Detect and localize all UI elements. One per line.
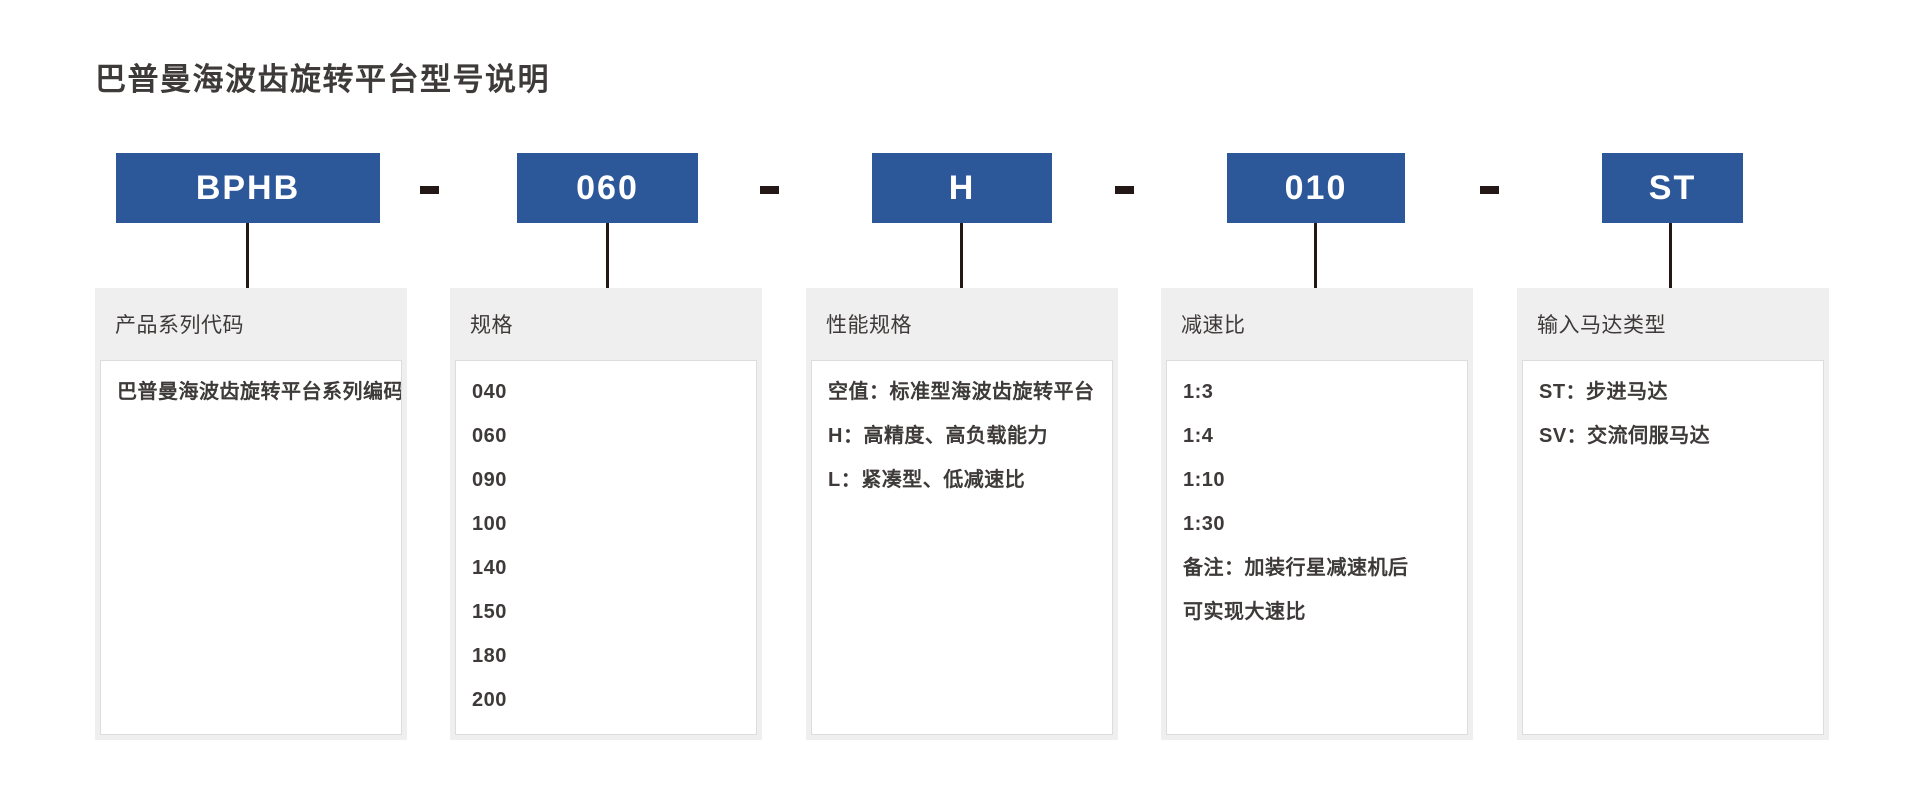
list-item: 1:10 — [1183, 469, 1226, 491]
connector-line — [606, 223, 609, 288]
separator-dash — [420, 186, 439, 194]
panel-ratio: 减速比 1:3 1:4 1:10 1:30 备注：加装行星减速机后 可实现大速比 — [1161, 288, 1473, 740]
panel-motor: 输入马达类型 ST：步进马达 SV：交流伺服马达 — [1517, 288, 1829, 740]
panel-performance-header: 性能规格 — [826, 314, 912, 337]
list-item: 200 — [472, 689, 507, 711]
connector-line — [246, 223, 249, 288]
separator-dash — [1480, 186, 1499, 194]
code-box-performance: H — [872, 153, 1052, 223]
list-item: 150 — [472, 601, 507, 623]
connector-line — [1669, 223, 1672, 288]
panel-series: 产品系列代码 巴普曼海波齿旋转平台系列编码 — [95, 288, 407, 740]
list-item: H：高精度、高负载能力 — [828, 425, 1048, 447]
panel-size-body: 040 060 090 100 140 150 180 200 — [455, 360, 757, 735]
separator-dash — [760, 186, 779, 194]
list-item: 140 — [472, 557, 507, 579]
list-item: ST：步进马达 — [1539, 381, 1669, 403]
code-box-ratio: 010 — [1227, 153, 1405, 223]
panel-motor-header: 输入马达类型 — [1537, 314, 1666, 337]
code-box-size: 060 — [517, 153, 698, 223]
list-item: 1:4 — [1183, 425, 1214, 447]
panel-ratio-body: 1:3 1:4 1:10 1:30 备注：加装行星减速机后 可实现大速比 — [1166, 360, 1468, 735]
panel-series-header: 产品系列代码 — [115, 314, 244, 337]
list-item: 100 — [472, 513, 507, 535]
connector-line — [960, 223, 963, 288]
list-item: 可实现大速比 — [1183, 601, 1306, 623]
list-item: 040 — [472, 381, 507, 403]
list-item: 060 — [472, 425, 507, 447]
code-box-motor: ST — [1602, 153, 1743, 223]
panel-motor-body: ST：步进马达 SV：交流伺服马达 — [1522, 360, 1824, 735]
panel-performance-body: 空值：标准型海波齿旋转平台 H：高精度、高负载能力 L：紧凑型、低减速比 — [811, 360, 1113, 735]
list-item: 1:3 — [1183, 381, 1214, 403]
separator-dash — [1115, 186, 1134, 194]
panel-size-header: 规格 — [470, 314, 513, 337]
code-box-series: BPHB — [116, 153, 380, 223]
list-item: 巴普曼海波齿旋转平台系列编码 — [117, 381, 402, 403]
page-title: 巴普曼海波齿旋转平台型号说明 — [95, 62, 550, 97]
list-item: 空值：标准型海波齿旋转平台 — [828, 381, 1095, 403]
list-item: 1:30 — [1183, 513, 1226, 535]
list-item: 090 — [472, 469, 507, 491]
list-item: SV：交流伺服马达 — [1539, 425, 1711, 447]
list-item: L：紧凑型、低减速比 — [828, 469, 1026, 491]
list-item: 备注：加装行星减速机后 — [1183, 557, 1409, 579]
panel-series-body: 巴普曼海波齿旋转平台系列编码 — [100, 360, 402, 735]
connector-line — [1314, 223, 1317, 288]
panel-performance: 性能规格 空值：标准型海波齿旋转平台 H：高精度、高负载能力 L：紧凑型、低减速… — [806, 288, 1118, 740]
panel-size: 规格 040 060 090 100 140 150 180 200 — [450, 288, 762, 740]
panel-ratio-header: 减速比 — [1181, 314, 1246, 337]
list-item: 180 — [472, 645, 507, 667]
